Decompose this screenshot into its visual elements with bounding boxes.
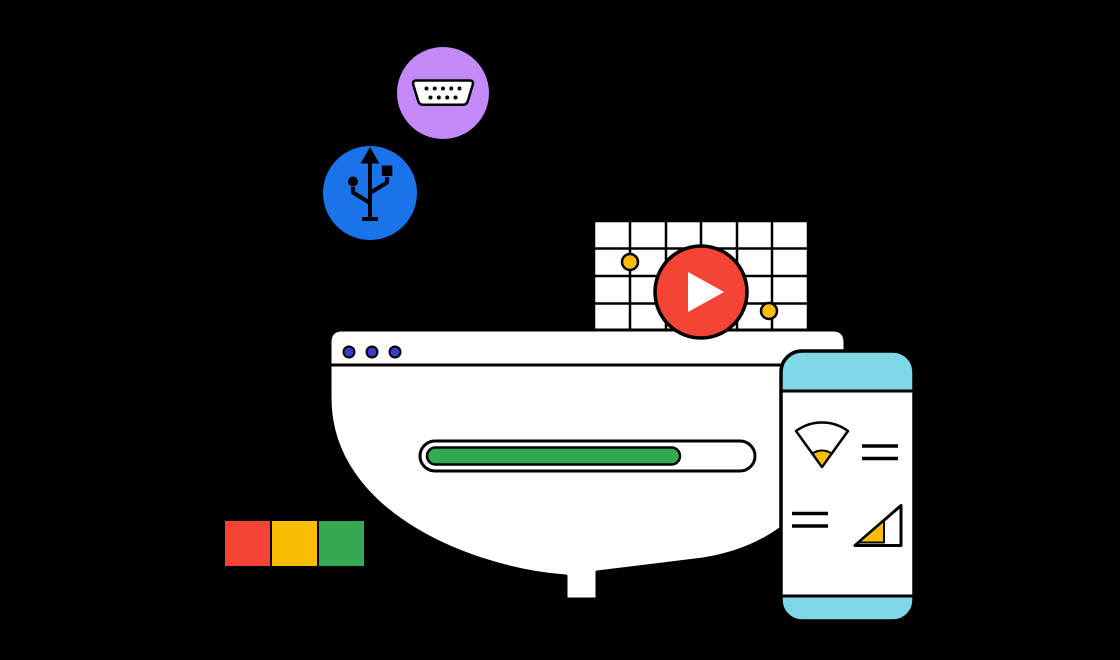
play-button[interactable] bbox=[653, 244, 749, 340]
play-icon bbox=[688, 272, 724, 312]
grid-node-icon bbox=[759, 301, 779, 321]
phone-body bbox=[781, 351, 914, 621]
window-dot-icon bbox=[365, 345, 379, 359]
window-dot-icon bbox=[342, 345, 356, 359]
phone-outline bbox=[779, 349, 916, 623]
color-block-green bbox=[317, 519, 366, 568]
color-block-yellow bbox=[270, 519, 319, 568]
signal-triangle-icon bbox=[853, 504, 903, 547]
browser-window bbox=[328, 328, 847, 601]
wifi-icon bbox=[794, 421, 850, 469]
phone-bottom-band bbox=[781, 596, 914, 621]
progress-fill bbox=[425, 446, 682, 466]
window-dot-icon bbox=[388, 345, 402, 359]
progress-bar bbox=[418, 439, 757, 473]
usb-badge bbox=[323, 146, 417, 240]
equals-lines bbox=[862, 444, 898, 461]
serial-port-badge bbox=[397, 47, 489, 139]
usb-icon bbox=[348, 147, 393, 221]
equals-lines bbox=[792, 511, 828, 528]
grid-node-icon bbox=[620, 252, 640, 272]
phone-top-band bbox=[781, 351, 914, 391]
serial-port-icon bbox=[411, 79, 475, 107]
serial-port-pins bbox=[424, 86, 462, 100]
color-block-red bbox=[223, 519, 272, 568]
phone bbox=[779, 349, 916, 623]
color-blocks bbox=[223, 519, 366, 568]
